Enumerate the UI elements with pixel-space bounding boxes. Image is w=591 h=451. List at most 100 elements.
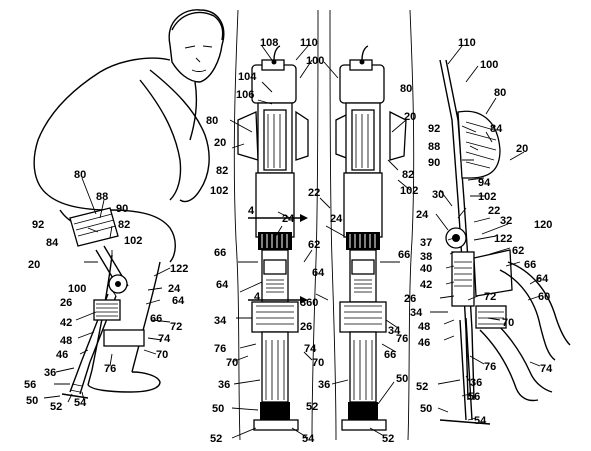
reference-numeral: 36 — [470, 377, 482, 389]
reference-numeral: 26 — [300, 321, 312, 333]
reference-numeral: 82 — [118, 219, 130, 231]
reference-numeral: 52 — [210, 433, 222, 445]
reference-numeral: 34 — [410, 307, 423, 319]
reference-numeral: 360 — [300, 297, 318, 309]
reference-numeral: 46 — [56, 349, 68, 361]
side-view-brace — [439, 59, 571, 425]
reference-numeral: 52 — [50, 401, 62, 413]
reference-numeral: 76 — [484, 361, 496, 373]
front-brace-right — [248, 45, 387, 431]
reference-numeral: 90 — [428, 157, 440, 169]
reference-numeral: 40 — [420, 263, 432, 275]
reference-numeral: 56 — [468, 391, 480, 403]
reference-numeral: 80 — [494, 87, 506, 99]
reference-numeral: 22 — [488, 205, 500, 217]
reference-numeral: 92 — [428, 123, 440, 135]
reference-numeral: 50 — [212, 403, 224, 415]
reference-numeral: 36 — [44, 367, 56, 379]
reference-numeral: 62 — [308, 239, 320, 251]
reference-numeral: 88 — [428, 141, 440, 153]
reference-numeral: 82 — [216, 165, 228, 177]
reference-numeral: 94 — [478, 177, 491, 189]
reference-numeral: 52 — [416, 381, 428, 393]
reference-numeral: 72 — [170, 321, 182, 333]
reference-numeral: 20 — [214, 137, 226, 149]
reference-numeral: 80 — [400, 83, 412, 95]
reference-numeral: 50 — [396, 373, 408, 385]
reference-numeral: 36 — [318, 379, 330, 391]
reference-numeral: 64 — [172, 295, 185, 307]
reference-numeral: 36 — [218, 379, 230, 391]
reference-numeral: 102 — [124, 235, 142, 247]
reference-numeral: 50 — [420, 403, 432, 415]
reference-numeral: 76 — [104, 363, 116, 375]
reference-numeral: 106 — [236, 89, 254, 101]
reference-labels: 108 110 100 104 106 80 80 20 20 82 82 10… — [24, 37, 553, 445]
reference-numeral: 120 — [534, 219, 552, 231]
reference-numeral: 74 — [304, 343, 317, 355]
reference-numeral: 20 — [516, 143, 528, 155]
reference-numeral: 66 — [214, 247, 226, 259]
reference-numeral: 66 — [150, 313, 162, 325]
reference-numeral: 22 — [308, 187, 320, 199]
reference-numeral: 24 — [330, 213, 343, 225]
reference-numeral: 60 — [538, 291, 550, 303]
reference-numeral: 37 — [420, 237, 432, 249]
reference-numeral: 84 — [490, 123, 503, 135]
reference-numeral: 62 — [512, 245, 524, 257]
reference-numeral: 66 — [524, 259, 536, 271]
reference-numeral: 42 — [60, 317, 72, 329]
reference-numeral: 26 — [60, 297, 72, 309]
reference-numeral: 50 — [26, 395, 38, 407]
reference-numeral: 56 — [24, 379, 36, 391]
reference-numeral: 102 — [210, 185, 228, 197]
reference-numeral: 100 — [480, 59, 498, 71]
reference-numeral: 54 — [474, 415, 487, 427]
reference-numeral: 72 — [484, 291, 496, 303]
reference-numeral: 122 — [170, 263, 188, 275]
reference-numeral: 104 — [238, 71, 257, 83]
reference-numeral: 34 — [388, 325, 401, 337]
reference-numeral: 24 — [282, 213, 295, 225]
reference-numeral: 66 — [384, 349, 396, 361]
reference-numeral: 102 — [400, 185, 418, 197]
reference-numeral: 84 — [46, 237, 59, 249]
reference-numeral: 92 — [32, 219, 44, 231]
reference-numeral: 20 — [28, 259, 40, 271]
reference-numeral: 4 — [254, 291, 261, 303]
reference-numeral: 74 — [540, 363, 553, 375]
reference-numeral: 54 — [74, 397, 87, 409]
reference-numeral: 30 — [432, 189, 444, 201]
reference-numeral: 70 — [312, 357, 324, 369]
reference-numeral: 54 — [302, 433, 315, 445]
reference-numeral: 46 — [418, 337, 430, 349]
reference-numeral: 70 — [156, 349, 168, 361]
reference-numeral: 82 — [402, 169, 414, 181]
reference-numeral: 100 — [68, 283, 86, 295]
reference-numeral: 100 — [306, 55, 324, 67]
reference-numeral: 42 — [420, 279, 432, 291]
reference-numeral: 108 — [260, 37, 278, 49]
reference-numeral: 110 — [300, 37, 318, 49]
reference-numeral: 48 — [418, 321, 430, 333]
reference-numeral: 48 — [60, 335, 72, 347]
reference-numeral: 88 — [96, 191, 108, 203]
front-brace-left — [251, 59, 299, 431]
reference-numeral: 64 — [216, 279, 229, 291]
reference-numeral: 24 — [168, 283, 181, 295]
reference-numeral: 80 — [206, 115, 218, 127]
reference-numeral: 52 — [382, 433, 394, 445]
reference-numeral: 34 — [214, 315, 227, 327]
reference-numeral: 122 — [494, 233, 512, 245]
reference-numeral: 66 — [398, 249, 410, 261]
reference-numeral: 80 — [74, 169, 86, 181]
reference-numeral: 26 — [404, 293, 416, 305]
leader-lines — [43, 45, 541, 439]
reference-numeral: 64 — [536, 273, 549, 285]
reference-numeral: 90 — [116, 203, 128, 215]
reference-numeral: 76 — [396, 333, 408, 345]
reference-numeral: 70 — [226, 357, 238, 369]
reference-numeral: 64 — [312, 267, 325, 279]
